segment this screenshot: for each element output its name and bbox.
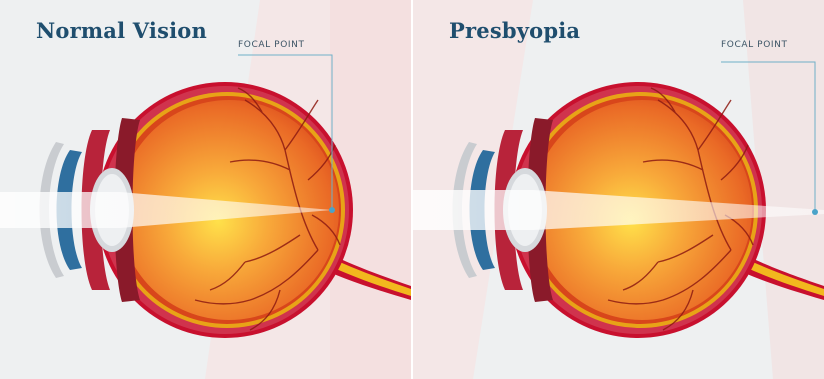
focal-point-dot bbox=[812, 209, 818, 215]
panel-title: Presbyopia bbox=[449, 18, 580, 43]
focal-point-label: FOCAL POINT bbox=[238, 40, 305, 50]
normal-vision-illustration bbox=[0, 0, 411, 379]
panel-title: Normal Vision bbox=[36, 18, 207, 43]
presbyopia-illustration bbox=[413, 0, 824, 379]
presbyopia-panel: Presbyopia FOCAL POINT bbox=[413, 0, 824, 379]
normal-vision-panel: Normal Vision FOCAL POINT bbox=[0, 0, 411, 379]
focal-point-label: FOCAL POINT bbox=[721, 40, 788, 50]
focal-point-dot bbox=[329, 207, 335, 213]
